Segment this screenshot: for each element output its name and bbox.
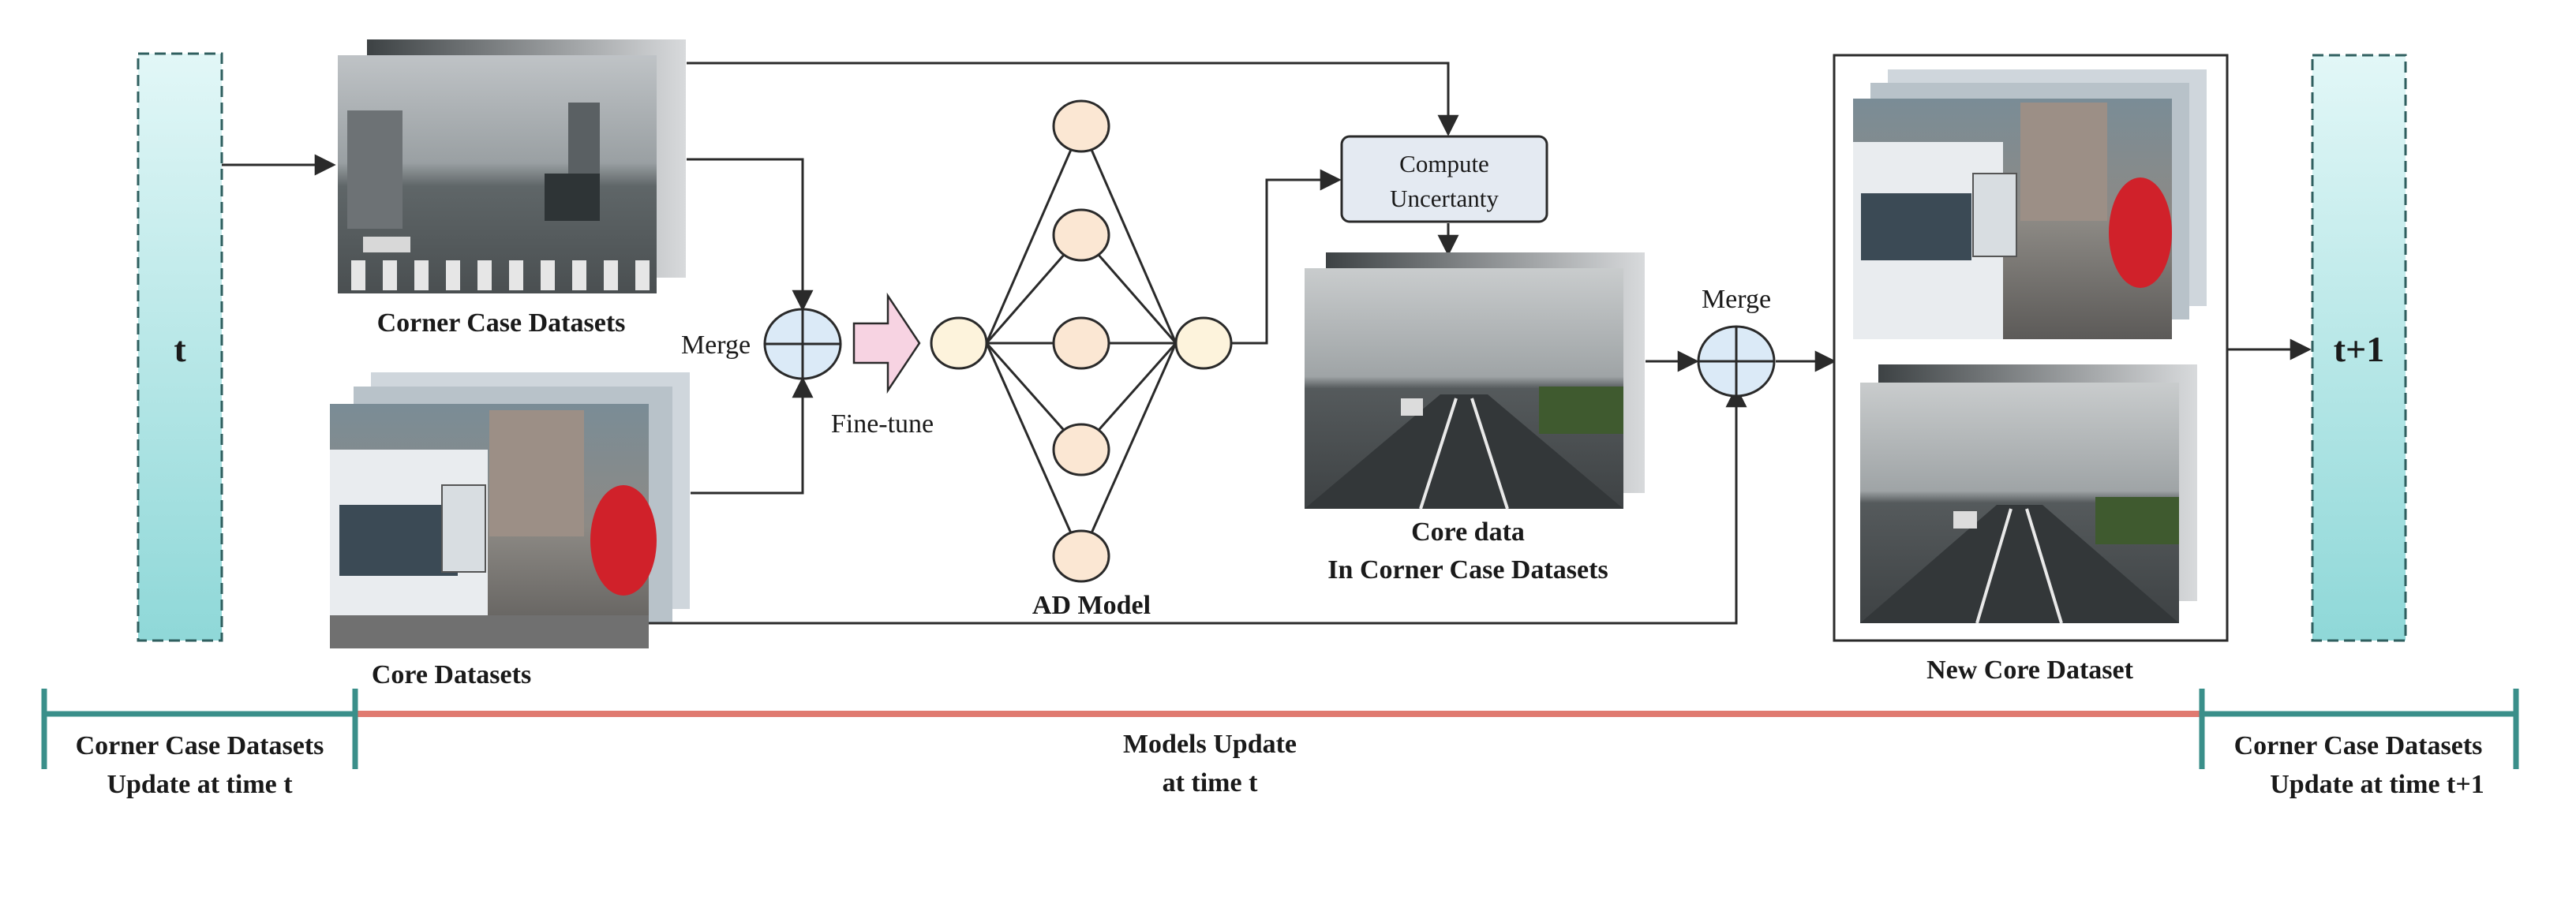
core-dataset-image-stack [330,372,690,648]
merge-label-left: Merge [681,331,751,360]
core-data-label-line2: In Corner Case Datasets [1327,555,1608,585]
new-core-top-image-stack [1853,69,2207,339]
core-data-image-stack [1305,252,1645,510]
arrow-core-to-merge-right [649,386,1747,625]
timeline-right-line1: Corner Case Datasets [2234,731,2483,760]
merge-label-right: Merge [1702,285,1771,314]
fine-tune-arrow-icon [852,292,921,394]
merge-operator-left [763,308,842,380]
core-datasets-label: Core Datasets [372,660,531,689]
model-input-node [930,316,988,370]
model-hidden-node [1052,208,1110,262]
timeline-left-line1: Corner Case Datasets [76,731,324,760]
ad-model-label: AD Model [1032,591,1151,620]
timeline-right-line2: Update at time t+1 [2270,770,2484,799]
model-hidden-node [1052,99,1110,153]
compute-uncertainty-box [1340,135,1548,223]
model-hidden-node [1052,423,1110,476]
fine-tune-label: Fine-tune [831,409,934,439]
timeline-middle-line1: Models Update [1123,730,1297,759]
time-block-t [137,52,223,642]
compute-label-line1: Compute [1399,150,1489,177]
timeline-left-line2: Update at time t [107,770,293,799]
timeline [41,689,2519,769]
new-core-bottom-image-stack [1860,364,2197,624]
new-core-dataset-label: New Core Dataset [1926,656,2134,685]
core-data-label-line1: Core data [1411,517,1525,547]
timeline-middle-line2: at time t [1163,768,1259,798]
model-hidden-node [1052,529,1110,583]
arrow-corner-case-to-compute [687,62,1459,136]
merge-operator-right [1697,325,1776,398]
model-output-node [1174,316,1233,370]
arrow-core-to-merge [691,376,814,495]
corner-case-image-stack [338,39,686,293]
arrow-corner-case-to-merge [687,158,814,312]
compute-label-line2: Uncertanty [1390,185,1499,212]
ad-model-network [985,125,1178,557]
time-block-t-plus-1 [2311,54,2407,642]
corner-case-datasets-label: Corner Case Datasets [377,308,626,338]
time-label-t-plus-1: t+1 [2334,329,2385,369]
model-hidden-node [1052,316,1110,370]
arrow-model-to-compute [1231,169,1342,345]
time-label-t: t [174,329,186,369]
